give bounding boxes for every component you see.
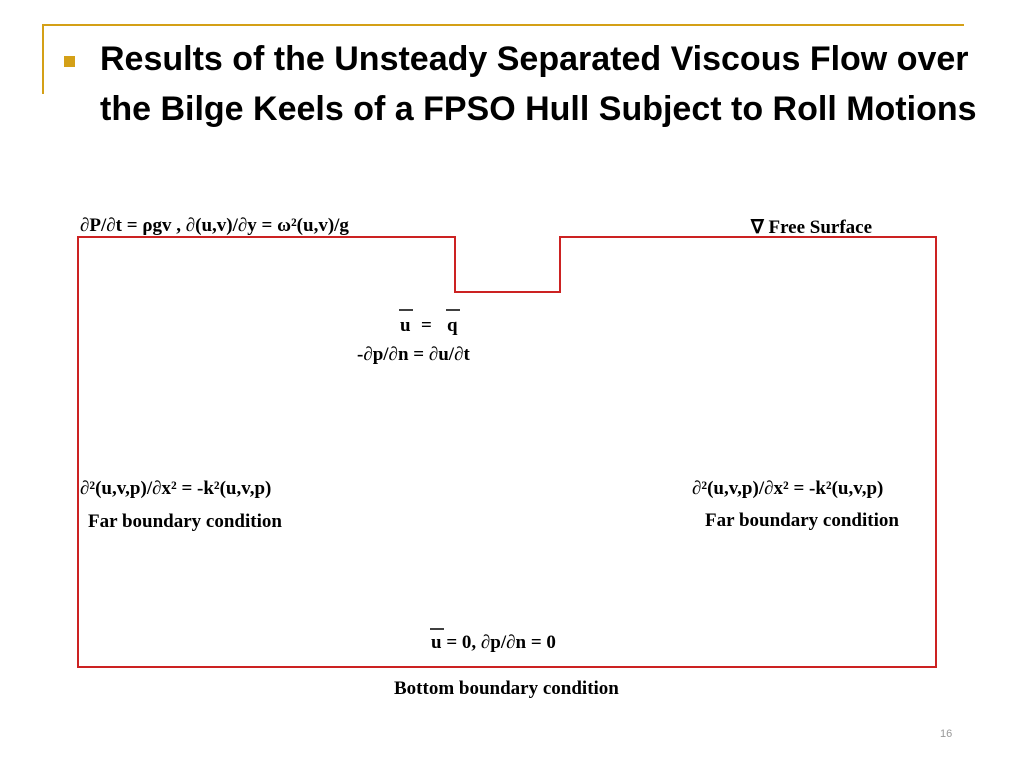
domain-boundary — [77, 236, 937, 668]
free-surface-label-group: ∇ Free Surface — [750, 217, 872, 238]
body-pressure-condition: -∂p/∂n = ∂u/∂t — [357, 344, 470, 365]
top-accent-line — [42, 24, 964, 26]
far-right-label: Far boundary condition — [705, 510, 899, 531]
page-number: 16 — [940, 728, 953, 740]
body-velocity-u: u — [400, 315, 411, 336]
slide-title: Results of the Unsteady Separated Viscou… — [100, 40, 977, 128]
top-boundary-condition: ∂P/∂t = ρgv , ∂(u,v)/∂y = ω²(u,v)/g — [80, 215, 349, 236]
bottom-condition: = 0, ∂p/∂n = 0 — [442, 632, 556, 653]
square-bullet-icon — [64, 56, 75, 67]
bottom-condition-group: u = 0, ∂p/∂n = 0 — [431, 632, 556, 653]
far-left-label: Far boundary condition — [88, 511, 282, 532]
left-accent-line — [42, 24, 44, 94]
nabla-icon: ∇ — [750, 217, 765, 238]
bottom-velocity-u: u — [431, 632, 442, 653]
far-left-equation: ∂²(u,v,p)/∂x² = -k²(u,v,p) — [80, 478, 271, 499]
body-velocity-q: q — [447, 315, 458, 336]
body-velocity-equals: = — [421, 315, 432, 336]
bottom-boundary-label: Bottom boundary condition — [394, 678, 619, 699]
free-surface-label: Free Surface — [768, 217, 872, 238]
far-right-equation: ∂²(u,v,p)/∂x² = -k²(u,v,p) — [692, 478, 883, 499]
